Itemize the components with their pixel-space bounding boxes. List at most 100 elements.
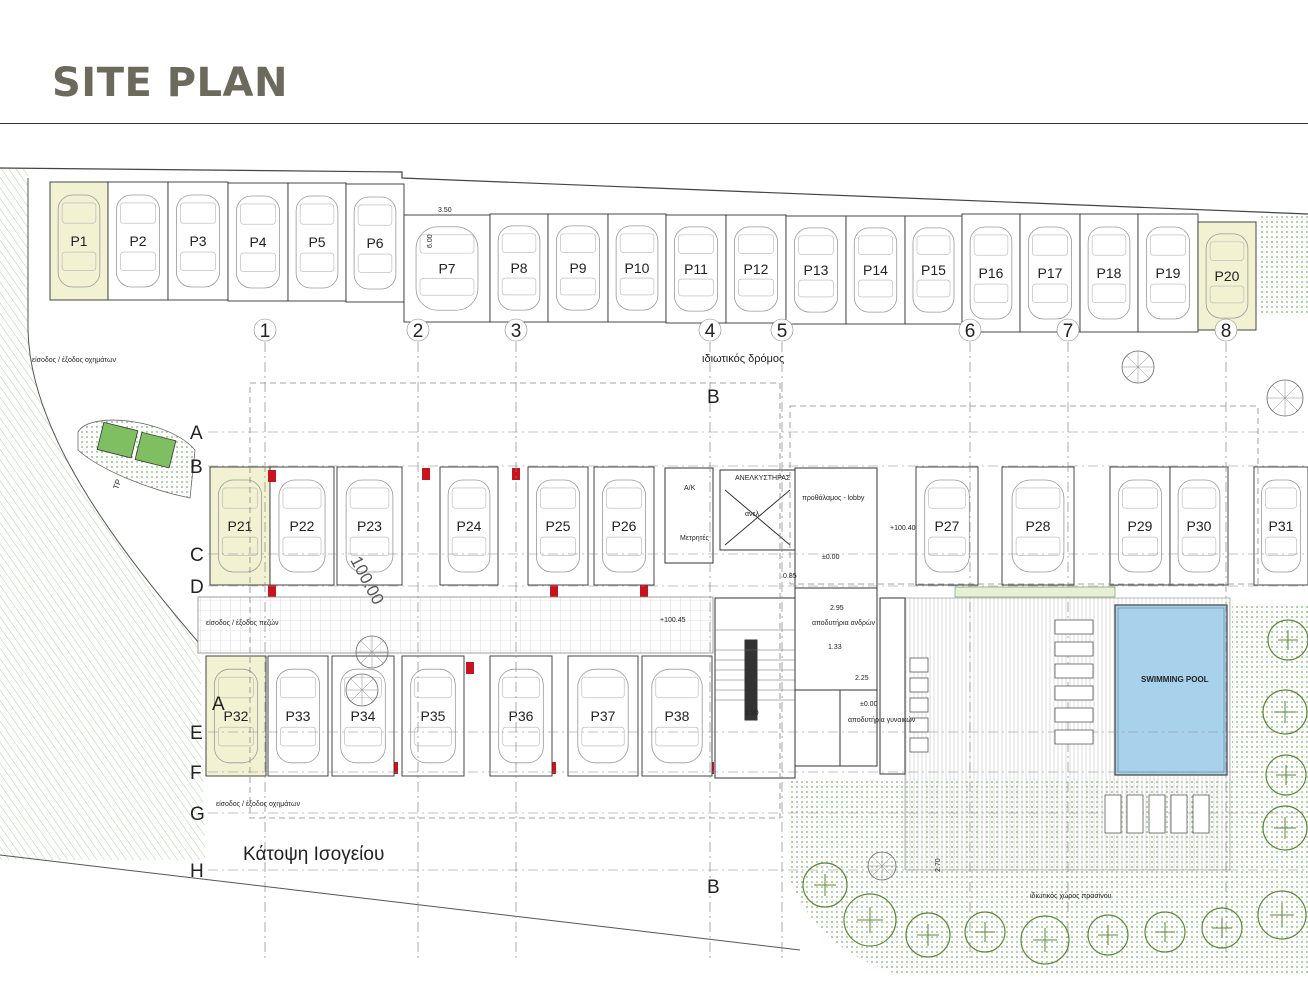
parking-label: P33 — [286, 708, 311, 724]
parking_top-space-p10: P10 — [607, 213, 667, 323]
parking_mid-space-p27: P27 — [915, 466, 979, 586]
grid-col-label: 7 — [1063, 321, 1074, 342]
dimension-600: 6.00 — [427, 234, 434, 248]
structural-column — [268, 470, 276, 482]
parking-label: P15 — [921, 262, 946, 278]
parking-label: P10 — [625, 260, 650, 276]
sunbeds — [909, 619, 1210, 834]
parking_top-space-p4: P4 — [227, 182, 289, 302]
parking-label: P14 — [863, 262, 888, 278]
parking_top-space-p15: P15 — [904, 215, 963, 325]
parking_bottom-space-p32: P32 — [205, 655, 267, 777]
parking-label: P5 — [308, 234, 325, 250]
level-000-pool: ±0.00 — [860, 701, 878, 708]
grid-col-label: 5 — [777, 321, 788, 342]
parking-label: P27 — [935, 518, 960, 534]
parking-label: P1 — [70, 233, 87, 249]
parking-label: P25 — [546, 518, 571, 534]
tree — [905, 912, 951, 958]
vehicle-entrance-label: είσοδος / έξοδος οχημάτων — [32, 356, 116, 364]
tree — [1265, 754, 1307, 796]
grid-row-label: H — [190, 861, 204, 882]
grid-row-label: E — [190, 723, 203, 744]
sunbed — [1054, 641, 1094, 657]
parking_top-space-p17: P17 — [1019, 213, 1081, 333]
grid-col-label: 2 — [413, 321, 424, 342]
garden-label: ιδιωτικός χώρος πρασίνου — [1030, 892, 1112, 900]
parking_mid-space-p25: P25 — [527, 466, 589, 586]
sunbed — [1170, 794, 1188, 834]
parking_bottom-space-p35: P35 — [401, 655, 465, 777]
tree — [1262, 805, 1308, 851]
dimension-133: 1.33 — [828, 644, 842, 651]
chair — [909, 717, 929, 733]
chair — [909, 677, 929, 693]
parking-label: P19 — [1156, 265, 1181, 281]
changing-women-label: αποδυτήρια γυναικών — [848, 716, 916, 724]
tree — [1020, 915, 1070, 965]
hedge-row — [954, 586, 1116, 598]
tree — [1144, 911, 1186, 953]
plan-caption: Κάτοψη Ισογείου — [243, 844, 384, 865]
chair — [909, 657, 929, 673]
parking_mid-space-p31: P31 — [1253, 466, 1308, 586]
grid-row-label: D — [190, 577, 204, 598]
structural-column — [512, 468, 520, 480]
parking_top-space-p7: P7 — [403, 214, 491, 323]
parking_top-space-p18: P18 — [1079, 213, 1139, 333]
section-marker-left: A — [212, 694, 225, 715]
parking-label: P21 — [228, 518, 253, 534]
parking-label: P31 — [1269, 518, 1294, 534]
parking-label: P32 — [224, 708, 249, 724]
sunbed — [1192, 794, 1210, 834]
grid-col-label: 6 — [965, 321, 976, 342]
lift-label: ανελ. — [745, 511, 761, 518]
parking_mid-space-p21: P21 — [209, 466, 271, 586]
parking-label: P8 — [510, 260, 527, 276]
sunbed — [1148, 794, 1166, 834]
tree — [1267, 619, 1308, 661]
structural-column — [268, 585, 276, 597]
parking-label: P24 — [457, 518, 482, 534]
parking-label: P18 — [1097, 265, 1122, 281]
parking-label: P36 — [509, 708, 534, 724]
parking_top-space-p3: P3 — [167, 181, 229, 301]
parking-label: P38 — [665, 708, 690, 724]
sunbed — [1104, 794, 1122, 834]
grid-row-label: G — [190, 804, 205, 825]
planter-stamp: ΤΡ — [111, 478, 123, 491]
lobby-label: προθάλαμος - lobby — [802, 494, 865, 502]
parking_top-space-p5: P5 — [287, 182, 347, 302]
dimension-350: 3.50 — [438, 207, 452, 214]
parking_top-space-p1: P1 — [49, 181, 109, 301]
parking_top-space-p20: P20 — [1197, 221, 1257, 331]
parking-label: P34 — [351, 708, 376, 724]
tree — [1087, 914, 1129, 956]
parking-label: P9 — [569, 260, 586, 276]
parking-row-bottom: P32 P33 P34 P35 P36 P37 P38 — [205, 655, 713, 777]
storage-label: Α/Κ — [684, 485, 696, 492]
pool-label: SWIMMING POOL — [1141, 675, 1209, 684]
parking-label: P22 — [290, 518, 315, 534]
building-outline — [249, 382, 781, 819]
pedestrian-path — [197, 596, 714, 654]
tree — [1262, 689, 1308, 735]
parking_bottom-space-p37: P37 — [567, 655, 639, 777]
tree — [964, 911, 1006, 953]
parking_mid-space-p24: P24 — [439, 466, 499, 586]
tree — [802, 862, 848, 908]
parking_mid-space-p26: P26 — [593, 466, 655, 586]
vehicle-exit-label-bottom: είσοδος / έξοδος οχημάτων — [216, 800, 300, 808]
private-road-label: ιδιωτικός δρόμος — [702, 353, 784, 365]
changing-men-label: αποδυτήρια ανδρών — [812, 619, 875, 627]
sunbed — [1054, 707, 1094, 723]
grid-col-label: 4 — [705, 321, 716, 342]
dimension-085: 0.85 — [783, 573, 797, 580]
parking-label: P16 — [979, 265, 1004, 281]
parking_top-space-p13: P13 — [785, 215, 847, 325]
parking-label: P17 — [1038, 265, 1063, 281]
parking_top-space-p14: P14 — [845, 215, 906, 325]
parking-label: P13 — [804, 262, 829, 278]
